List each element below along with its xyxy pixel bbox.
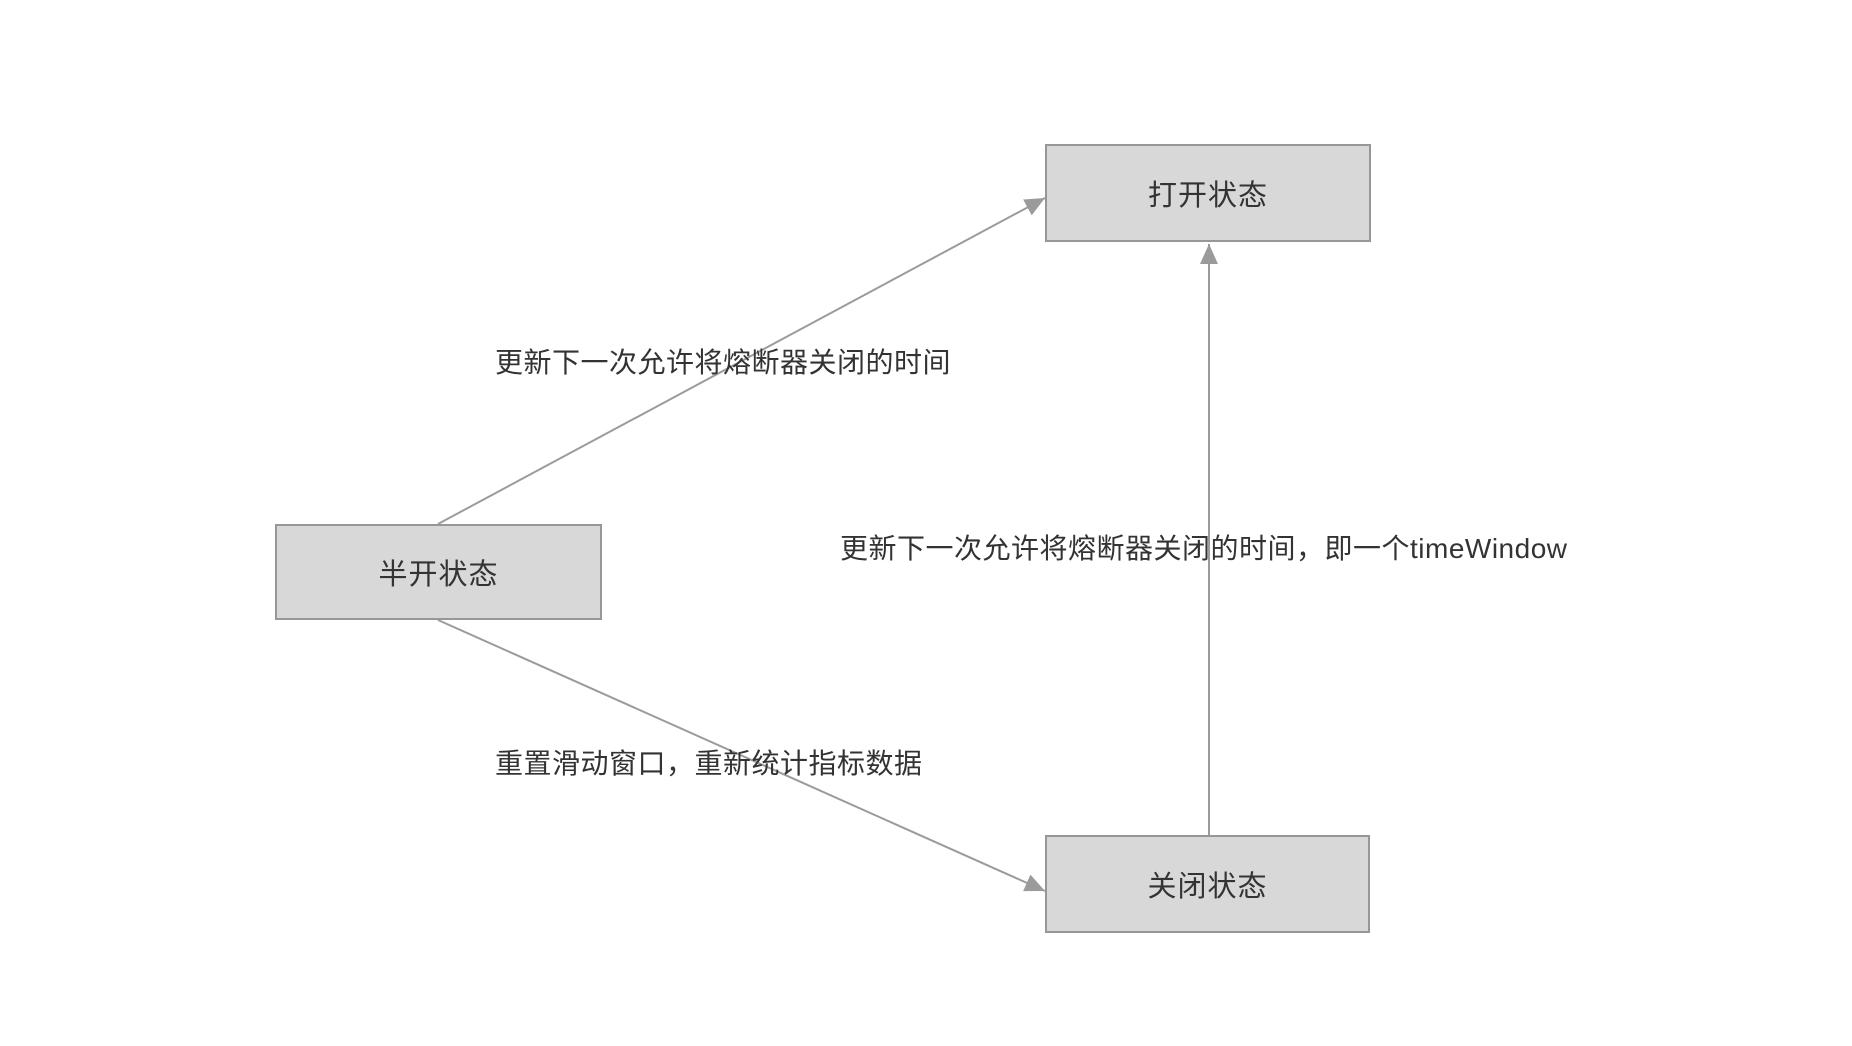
edge-label-closed-to-open: 更新下一次允许将熔断器关闭的时间，即一个timeWindow xyxy=(840,533,1568,564)
node-closed-state-label: 关闭状态 xyxy=(1147,871,1268,903)
node-half-open-state: 半开状态 xyxy=(275,524,602,620)
node-closed-state: 关闭状态 xyxy=(1045,835,1370,933)
node-open-state-label: 打开状态 xyxy=(1147,180,1268,212)
edge-label-half-open-to-open: 更新下一次允许将熔断器关闭的时间 xyxy=(495,347,952,378)
node-half-open-state-label: 半开状态 xyxy=(378,559,499,591)
node-open-state: 打开状态 xyxy=(1045,144,1371,242)
edge-label-half-open-to-closed: 重置滑动窗口，重新统计指标数据 xyxy=(495,748,923,779)
